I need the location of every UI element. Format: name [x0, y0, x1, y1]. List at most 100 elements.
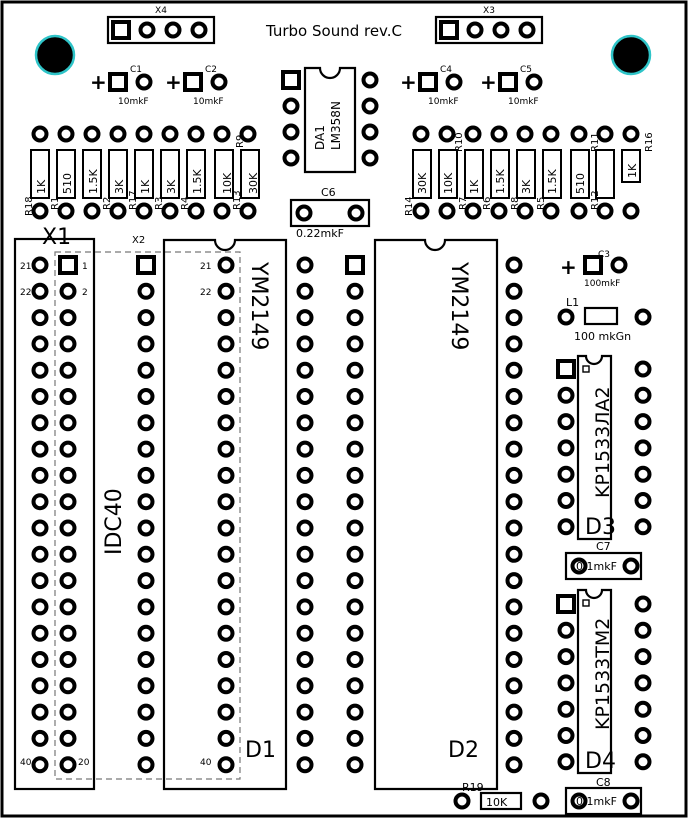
d1-pad [296, 466, 314, 484]
d1-pad [217, 309, 235, 327]
x1-pad [31, 309, 49, 327]
d2-pad [346, 493, 364, 511]
resistor-body [56, 149, 76, 199]
d1-pad [217, 466, 235, 484]
x1-pad [31, 519, 49, 537]
c1-value: 10mkF [118, 97, 149, 107]
d2-pad [346, 414, 364, 432]
d1-pad [296, 729, 314, 747]
d2-pad [505, 256, 523, 274]
d2-pad [346, 388, 364, 405]
cap-pad [210, 73, 228, 91]
x1-pad [31, 440, 49, 458]
d2-pad [505, 466, 523, 484]
idc40-label: IDC40 [102, 488, 127, 555]
resistor-body [30, 149, 50, 199]
x1-pad [31, 545, 49, 563]
x2-pin2: 2 [82, 288, 88, 298]
x1-pad [59, 361, 77, 379]
mounting-holes [34, 34, 652, 76]
d2-pad [505, 361, 523, 379]
board-title: Turbo Sound rev.C [265, 22, 402, 40]
resistor-body [412, 149, 432, 199]
d1-pad [296, 598, 314, 616]
d2-pad [505, 414, 523, 432]
d2-pad [346, 545, 364, 563]
x4-pad [190, 21, 208, 39]
res-right-pad [542, 125, 560, 143]
x1-label: X1 [42, 225, 71, 250]
d4-pad [634, 700, 652, 718]
d2-pad [346, 677, 364, 695]
x1-pad [59, 677, 77, 695]
r19-ref: R19 [462, 781, 484, 794]
d1-pad [296, 361, 314, 379]
x3-pad [492, 21, 510, 39]
d1-part: YM2149 [246, 261, 271, 350]
res-left-pad [135, 125, 153, 143]
res-right-pad [516, 125, 534, 143]
res-right-ref-8: R16 [644, 132, 655, 152]
x1-pad [58, 255, 78, 275]
d4-pad [557, 700, 575, 718]
d4-pad [557, 753, 575, 771]
res-left-pad [31, 125, 49, 143]
x1-pad [31, 677, 49, 695]
d1-pad [296, 545, 314, 563]
d1-pad [217, 598, 235, 616]
d2-pad [505, 545, 523, 563]
x1-outline [13, 237, 96, 791]
cap-pad [445, 73, 463, 91]
x1-pad [59, 282, 77, 300]
d3-pad [634, 518, 652, 536]
x1-pad [59, 729, 77, 747]
x1-pad [59, 651, 77, 668]
d2-part: YM2149 [446, 261, 471, 350]
d3-pad [557, 465, 575, 483]
c6-pad [295, 204, 313, 222]
da1-pad [282, 97, 300, 115]
c2-value: 10mkF [193, 97, 224, 107]
x1-pad [59, 440, 77, 458]
x2-pad [137, 414, 155, 432]
l1-value: 100 mkGn [574, 330, 631, 343]
res-right-pad [464, 202, 482, 220]
x1-pad [59, 756, 77, 774]
resistor-labels: 1K 510 1.5K 3K 1K 3K 1.5K 10K 30K R18 R1… [24, 132, 655, 216]
d1-pad [296, 440, 314, 458]
d4-pad [634, 727, 652, 744]
res-left-ref-1: R1 [50, 197, 61, 210]
res-right-ref-2: R7 [458, 197, 469, 210]
d2-pad [505, 677, 523, 695]
res-right-pad [438, 125, 456, 143]
c4-ref: C4 [440, 65, 452, 75]
resistor-body [214, 149, 234, 199]
d2-pad [346, 335, 364, 353]
d1-ref: D1 [245, 738, 276, 763]
res-left-pad [57, 202, 75, 220]
d2-pad [505, 282, 523, 300]
res-left-value-6: 1.5K [191, 169, 204, 194]
d1-pin22: 22 [200, 288, 211, 298]
c7-ref: C7 [596, 540, 611, 553]
res-right-value-6: 510 [574, 173, 587, 194]
d2-pad [505, 440, 523, 458]
x1-pad [59, 388, 77, 405]
resistor-body [516, 149, 536, 199]
res-left-value-0: 1K [35, 179, 48, 194]
resistor-body [490, 149, 510, 199]
x1-pad [31, 493, 49, 511]
c3-plus: + [560, 255, 577, 279]
x1-pad [59, 493, 77, 511]
resistor-body [108, 149, 128, 199]
c1-plus: + [90, 70, 107, 94]
d3-pad [557, 386, 575, 404]
d3-pad [634, 386, 652, 404]
d4-pad [634, 753, 652, 771]
c8-pad [622, 792, 640, 810]
d1-pad [296, 335, 314, 353]
c3-pad [583, 255, 603, 275]
res-left-value-3: 3K [113, 179, 126, 194]
resistor-body [160, 149, 180, 199]
